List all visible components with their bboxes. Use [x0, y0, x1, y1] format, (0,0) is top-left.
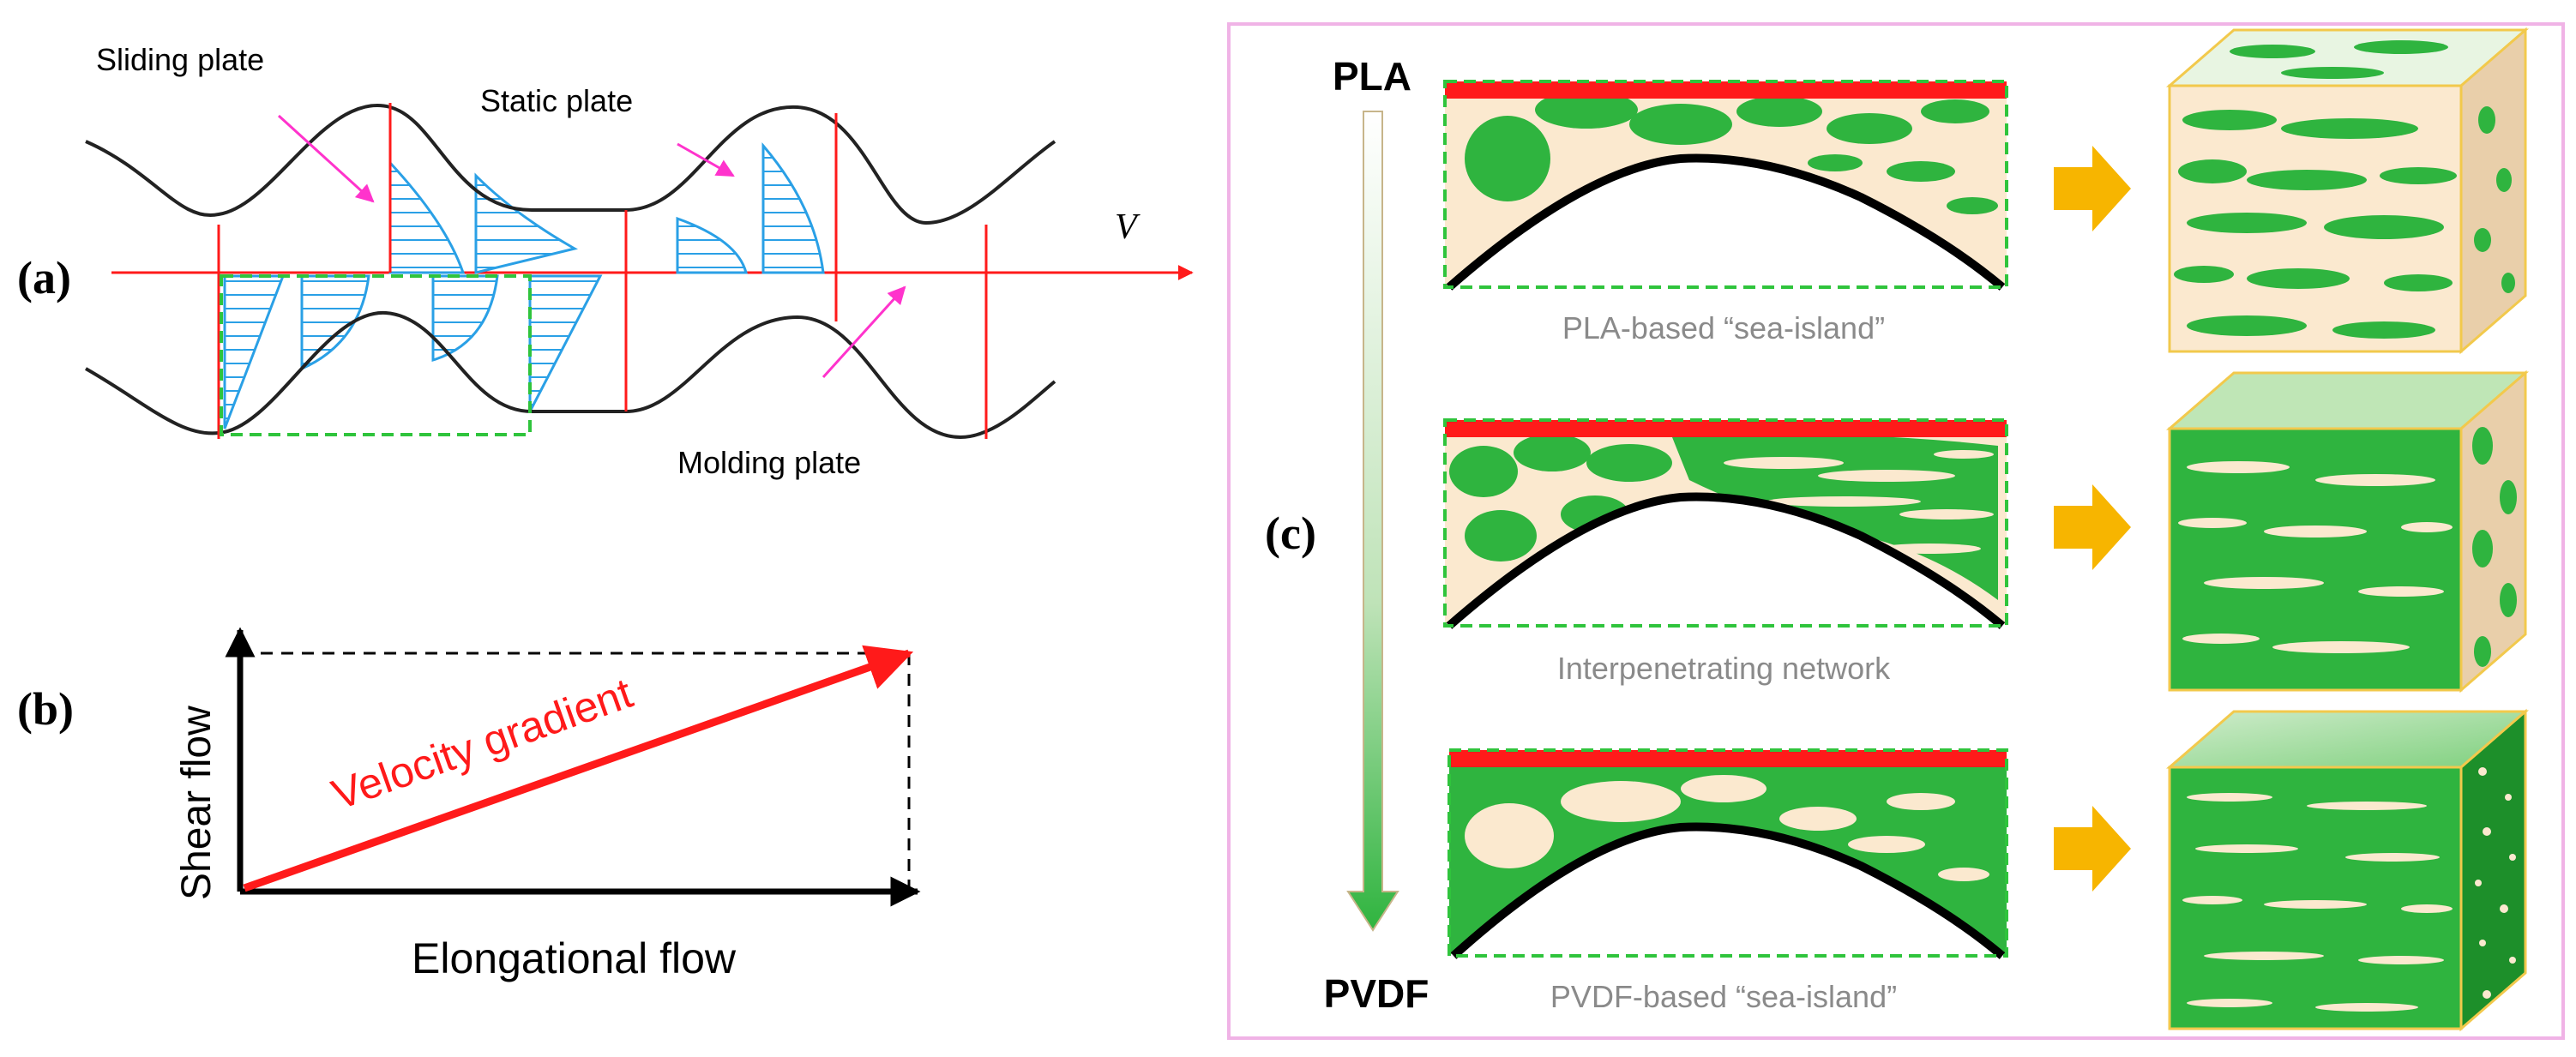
molding-plate-label: Molding plate — [677, 445, 861, 480]
orange-arrow-2 — [2054, 484, 2131, 570]
caption-2: Interpenetrating network — [1557, 651, 1891, 686]
elongational-flow-label: Elongational flow — [412, 934, 737, 982]
section-lines — [217, 103, 988, 439]
section-frame-1 — [1443, 80, 2008, 289]
panel-c-label: (c) — [1265, 507, 1316, 559]
flow-profiles-lower — [223, 274, 603, 429]
plate-3 — [1449, 750, 2007, 767]
velocity-symbol: V — [1115, 207, 1141, 247]
plate-1 — [1445, 81, 2007, 99]
transition-arrow — [1346, 111, 1399, 932]
mold-curve-3 — [1450, 822, 2006, 959]
row-interpenetrating: Interpenetrating network — [1443, 418, 2131, 686]
panel-a: (a) V Slid — [17, 42, 1194, 480]
velocity-gradient-arrow — [243, 645, 914, 892]
zoom-box — [220, 274, 532, 436]
sliding-plate-label: Sliding plate — [96, 42, 264, 77]
section-frame-3 — [1447, 748, 2008, 958]
row-pvdf-sea-island: PVDF-based “sea-island” — [1447, 748, 2131, 1014]
section-frame-2 — [1443, 418, 2008, 628]
block-3 — [2165, 708, 2530, 1032]
block-2 — [2165, 369, 2530, 694]
panel-c: (c) PLA PVDF PLA-based “sea-island — [1227, 22, 2565, 1040]
static-plate-pointer — [677, 142, 735, 177]
static-plate-label: Static plate — [480, 83, 633, 118]
upper-wall — [85, 104, 1056, 225]
caption-3: PVDF-based “sea-island” — [1550, 979, 1897, 1014]
caption-1: PLA-based “sea-island” — [1562, 310, 1885, 345]
shear-flow-label: Shear flow — [174, 706, 220, 900]
network-gaps-2 — [1724, 450, 1994, 554]
sliding-plate-pointer — [277, 114, 375, 203]
mold-curve-2 — [1446, 492, 2006, 629]
block-1 — [2165, 27, 2530, 355]
panel-b: (b) Velocity gradient Shear flow Elongat… — [17, 627, 921, 982]
islands-1 — [1465, 91, 1998, 214]
row-pla-sea-island: PLA-based “sea-island” — [1443, 80, 2131, 345]
pla-label: PLA — [1333, 54, 1411, 99]
mold-curve-1 — [1446, 153, 2006, 291]
orange-arrow-3 — [2054, 806, 2131, 892]
velocity-gradient-label: Velocity gradient — [326, 669, 639, 819]
panel-b-label: (b) — [17, 683, 74, 735]
pvdf-label: PVDF — [1324, 971, 1429, 1016]
flow-profiles-upper — [388, 141, 825, 274]
molding-plate-pointer — [822, 285, 906, 379]
plate-2 — [1445, 420, 2007, 437]
orange-arrow-1 — [2054, 146, 2131, 231]
panel-a-label: (a) — [17, 252, 71, 303]
